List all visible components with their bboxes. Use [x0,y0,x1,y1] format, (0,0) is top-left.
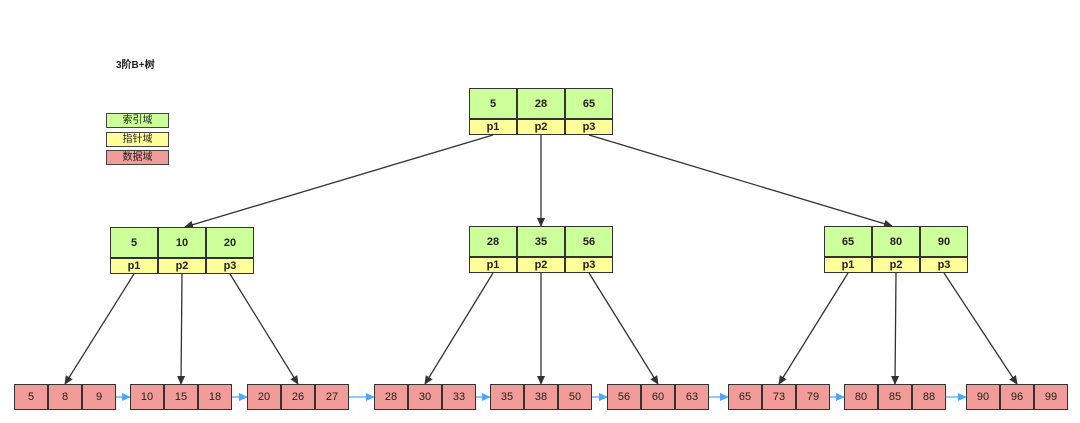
internal-node-key: 56 [565,226,613,257]
leaf-value: 85 [878,384,912,410]
leaf-value: 50 [558,384,592,410]
leaf-value: 28 [374,384,408,410]
tree-edge [424,272,494,385]
legend-label: 指针域 [122,134,153,145]
internal-node-pointer: p1 [824,257,872,273]
legend-data-field: 数据域 [106,150,169,165]
leaf-value: 60 [641,384,675,410]
leaf-value: 10 [130,384,164,410]
internal-node-key: 5 [110,227,158,258]
leaf-value: 73 [762,384,796,410]
internal-node-key: 10 [158,227,206,258]
leaf-value: 18 [198,384,232,410]
internal-node-pointer: p3 [206,258,254,274]
leaf-value: 96 [1000,384,1034,410]
leaf-value: 30 [408,384,442,410]
root-node-key: 28 [517,88,565,119]
tree-edge [64,273,135,385]
leaf-value: 9 [82,384,116,410]
internal-node-key: 80 [872,226,920,257]
tree-edge [778,272,849,385]
leaf-value: 56 [607,384,641,410]
tree-edge [229,273,299,385]
leaf-value: 20 [247,384,281,410]
root-node-key: 5 [469,88,517,119]
internal-node-key: 65 [824,226,872,257]
leaf-value: 90 [966,384,1000,410]
legend-label: 数据域 [122,152,153,163]
internal-node-pointer: p2 [158,258,206,274]
leaf-value: 35 [490,384,524,410]
leaf-value: 15 [164,384,198,410]
internal-node-pointer: p3 [565,257,613,273]
legend-label: 索引域 [122,115,153,126]
root-node-key: 65 [565,88,613,119]
legend-index-field: 索引域 [106,113,169,128]
internal-node-pointer: p1 [110,258,158,274]
internal-node-pointer: p2 [872,257,920,273]
root-node-pointer: p1 [469,119,517,135]
leaf-value: 79 [796,384,830,410]
leaf-value: 33 [442,384,476,410]
internal-node-pointer: p2 [517,257,565,273]
leaf-value: 38 [524,384,558,410]
leaf-value: 27 [315,384,349,410]
tree-edge [588,134,893,228]
tree-edge [588,272,659,385]
internal-node-key: 20 [206,227,254,258]
leaf-value: 8 [48,384,82,410]
legend-pointer-field: 指针域 [106,132,169,147]
internal-node-pointer: p1 [469,257,517,273]
leaf-value: 26 [281,384,315,410]
leaf-value: 88 [912,384,946,410]
leaf-value: 63 [675,384,709,410]
diagram-title: 3阶B+树 [116,60,155,71]
tree-edge [184,134,494,229]
tree-edge [943,272,1018,385]
internal-node-key: 28 [469,226,517,257]
root-node-pointer: p2 [517,119,565,135]
leaf-value: 5 [14,384,48,410]
leaf-value: 80 [844,384,878,410]
leaf-value: 99 [1034,384,1068,410]
tree-edge [177,273,186,385]
internal-node-key: 90 [920,226,968,257]
internal-node-key: 35 [517,226,565,257]
internal-node-pointer: p3 [920,257,968,273]
leaf-value: 65 [728,384,762,410]
tree-edge [891,272,900,385]
root-node-pointer: p3 [565,119,613,135]
